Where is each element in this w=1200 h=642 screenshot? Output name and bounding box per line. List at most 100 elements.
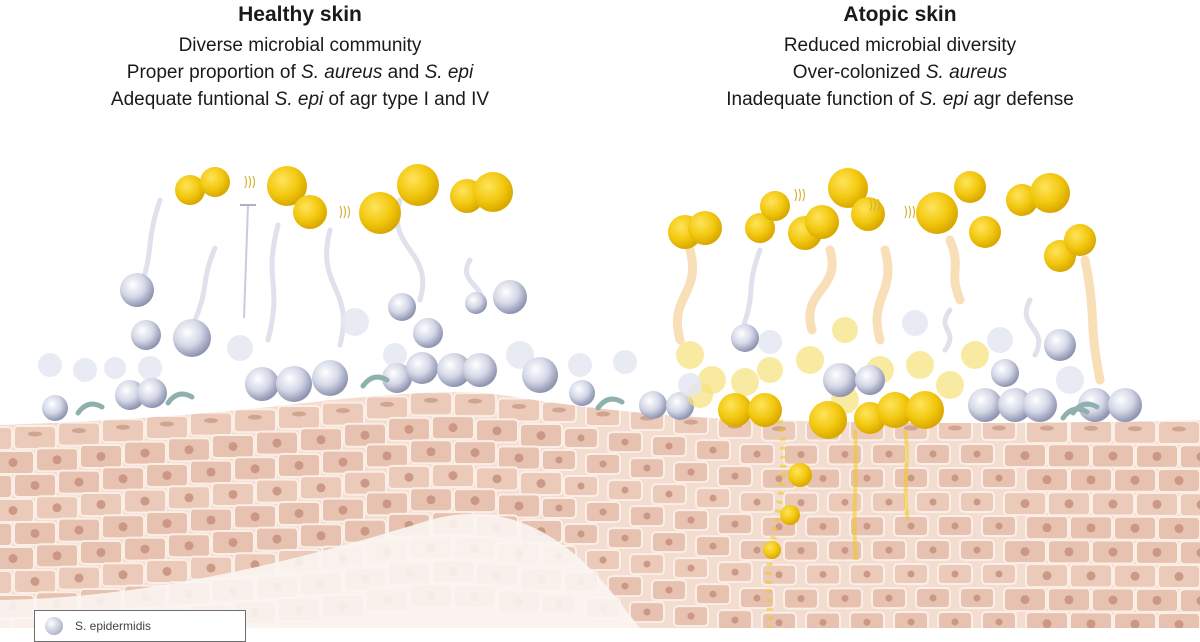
s-aureus-bacterium	[1064, 224, 1096, 256]
skin-cell	[850, 564, 884, 584]
skin-cell	[850, 612, 884, 628]
s-epi-bacterium	[1056, 366, 1084, 394]
quorum-signal-icon	[803, 189, 805, 201]
s-epi-bacterium	[413, 318, 443, 348]
s-aureus-bacterium	[688, 211, 722, 245]
skin-cell	[278, 502, 320, 525]
s-epi-bacterium	[341, 308, 369, 336]
agr-receptor-icon	[598, 399, 622, 408]
skin-cell	[36, 496, 78, 519]
s-epi-bacterium	[173, 319, 211, 357]
skin-cell	[190, 509, 232, 532]
quorum-signal-icon	[348, 206, 350, 218]
skin-cell	[696, 536, 730, 556]
skin-cell	[124, 490, 166, 513]
skin-cell	[168, 534, 210, 557]
skin-cell	[894, 564, 928, 584]
quorum-signal-icon	[344, 206, 346, 218]
skin-cell	[586, 502, 620, 522]
s-aureus-bacterium	[809, 401, 847, 439]
quorum-signal-icon	[799, 189, 801, 201]
skin-cell	[80, 541, 122, 564]
skin-cell	[256, 480, 298, 503]
s-epi-bacterium	[1044, 329, 1076, 361]
inhibition-line	[244, 205, 248, 318]
skin-cell	[674, 462, 708, 482]
skin-cell	[1180, 493, 1200, 516]
s-epi-bacterium	[465, 292, 487, 314]
skin-cell	[234, 457, 276, 480]
s-aureus-bacterium	[780, 505, 800, 525]
s-aureus-bacterium	[832, 317, 858, 343]
skin-cell	[916, 444, 950, 464]
skin-tissue	[0, 392, 1200, 628]
skin-cell	[1092, 493, 1134, 516]
skin-cell	[498, 398, 540, 421]
skin-cell	[960, 492, 994, 512]
skin-cell	[564, 476, 598, 496]
skin-cell	[1092, 541, 1134, 564]
skin-cell	[190, 461, 232, 484]
s-aureus-bacterium	[851, 197, 885, 231]
skin-cell	[1070, 516, 1112, 539]
s-epi-secretion-trail	[195, 248, 215, 320]
s-aureus-bacterium	[293, 195, 327, 229]
skin-cell	[322, 403, 364, 426]
quorum-signal-icon	[249, 176, 251, 188]
s-aureus-bacterium	[916, 192, 958, 234]
skin-cell	[168, 438, 210, 461]
skin-cell	[1158, 469, 1200, 492]
skin-cell	[564, 428, 598, 448]
s-aureus-bacterium	[757, 357, 783, 383]
s-epi-bacterium	[493, 280, 527, 314]
skin-cell	[1180, 445, 1200, 468]
s-epi-bacterium	[245, 367, 279, 401]
skin-cell	[740, 444, 774, 464]
s-epi-secretion-trail	[268, 225, 278, 340]
s-aureus-bacterium	[954, 171, 986, 203]
skin-cell	[1026, 516, 1068, 539]
quorum-signal-icon	[913, 206, 915, 218]
s-epi-bacterium	[406, 352, 438, 384]
skin-cell	[344, 472, 386, 495]
skin-cell	[256, 432, 298, 455]
s-aureus-bacterium	[200, 167, 230, 197]
quorum-signal-icon	[253, 176, 255, 188]
skin-cell	[14, 426, 56, 449]
s-epi-secretion-trail	[1026, 300, 1039, 355]
skin-cell	[432, 416, 474, 439]
skin-cell	[0, 547, 34, 570]
s-aureus-bacterium	[805, 205, 839, 239]
skin-cell	[1136, 589, 1178, 612]
skin-cell	[718, 610, 752, 628]
s-aureus-bacterium	[969, 216, 1001, 248]
skin-cell	[234, 409, 276, 432]
skin-cell	[102, 515, 144, 538]
s-aureus-secretion-trail	[877, 250, 888, 340]
skin-cell	[300, 428, 342, 451]
skin-cell	[1070, 564, 1112, 587]
skin-cell	[1070, 468, 1112, 491]
skin-cell	[894, 612, 928, 628]
skin-cell	[916, 588, 950, 608]
skin-cell	[696, 488, 730, 508]
skin-cell	[344, 424, 386, 447]
s-aureus-bacterium	[1030, 173, 1070, 213]
s-epi-bacterium	[613, 350, 637, 374]
skin-cell	[784, 589, 818, 609]
skin-cell	[498, 446, 540, 469]
s-epi-bacterium	[823, 363, 857, 397]
skin-cell	[938, 516, 972, 536]
quorum-signal-icon	[905, 206, 907, 218]
s-aureus-secretion-trail	[1085, 260, 1100, 380]
skin-cell	[388, 466, 430, 489]
skin-cell	[146, 560, 188, 583]
skin-cell	[322, 451, 364, 474]
s-epi-bacterium	[104, 357, 126, 379]
skin-cell	[14, 474, 56, 497]
skin-cell	[80, 445, 122, 468]
skin-cell	[960, 444, 994, 464]
s-epi-bacterium	[568, 353, 592, 377]
skin-cell	[652, 484, 686, 504]
s-aureus-secretion-trail	[810, 250, 832, 330]
